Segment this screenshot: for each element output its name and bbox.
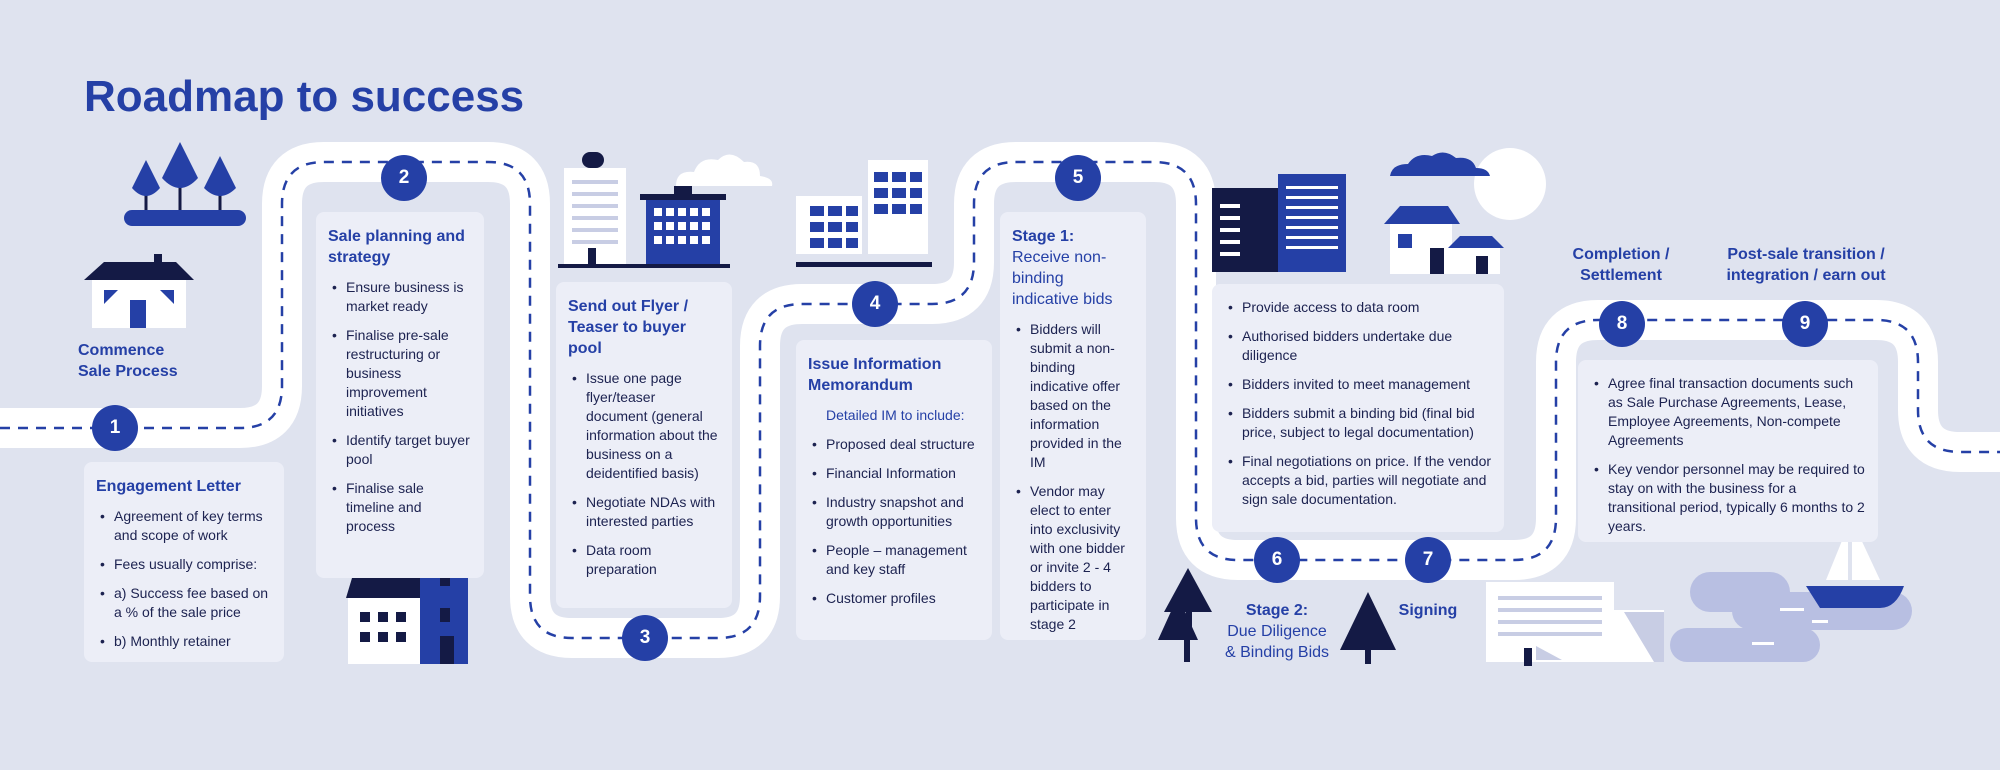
label-stage2-line3: & Binding Bids xyxy=(1224,644,1330,661)
card-stage1-bids: Stage 1: Receive non-binding indicative … xyxy=(1000,212,1146,640)
list-item: Proposed deal structure xyxy=(808,435,980,454)
list-item: Agreement of key terms and scope of work xyxy=(96,507,272,545)
label-signing: Signing xyxy=(1386,600,1470,621)
list-item: Authorised bidders undertake due diligen… xyxy=(1224,327,1492,365)
card-planning-title: Sale planning and strategy xyxy=(328,228,465,266)
list-item: Agree final transaction documents such a… xyxy=(1590,374,1866,450)
card-im-title: Issue Information Memorandum xyxy=(808,356,942,394)
card-im-list: Proposed deal structure Financial Inform… xyxy=(808,435,980,608)
grid-building-icon xyxy=(796,160,932,267)
list-item: Provide access to data room xyxy=(1224,298,1492,317)
card-flyer-title: Send out Flyer / Teaser to buyer pool xyxy=(568,298,689,357)
list-item: Key vendor personnel may be required to … xyxy=(1590,460,1866,536)
card-engagement-list: Agreement of key terms and scope of work… xyxy=(96,507,272,651)
label-post-sale-line1: Post-sale transition / xyxy=(1727,246,1885,263)
list-item: Final negotiations on price. If the vend… xyxy=(1224,452,1492,509)
cloud-icon xyxy=(676,154,773,186)
card-engagement-letter: Engagement Letter Agreement of key terms… xyxy=(84,462,284,662)
step-node-3: 3 xyxy=(622,615,668,661)
card-sale-planning: Sale planning and strategy Ensure busine… xyxy=(316,212,484,578)
list-item: Customer profiles xyxy=(808,589,980,608)
list-item: Bidders invited to meet management xyxy=(1224,375,1492,394)
label-stage2: Stage 2: Due Diligence & Binding Bids xyxy=(1212,600,1342,663)
step-node-2: 2 xyxy=(381,155,427,201)
label-completion-line1: Completion / xyxy=(1572,246,1670,263)
house-icon xyxy=(84,254,194,328)
road-centre-line xyxy=(0,160,2000,640)
card-information-memorandum: Issue Information Memorandum Detailed IM… xyxy=(796,340,992,640)
label-completion-line2: Settlement xyxy=(1580,267,1662,284)
card-flyer-list: Issue one page flyer/teaser document (ge… xyxy=(568,369,720,579)
label-stage2-line1: Stage 2: xyxy=(1245,602,1309,619)
list-item: Issue one page flyer/teaser document (ge… xyxy=(568,369,720,483)
sailboat-icon xyxy=(1670,520,1912,662)
list-item: Negotiate NDAs with interested parties xyxy=(568,493,720,531)
step-node-9: 9 xyxy=(1782,301,1828,347)
card-due-diligence-list: Provide access to data room Authorised b… xyxy=(1224,298,1492,509)
step-node-1: 1 xyxy=(92,405,138,451)
label-signing-text: Signing xyxy=(1398,602,1458,619)
card-post-sale-list: Agree final transaction documents such a… xyxy=(1590,374,1866,536)
card-im-subtitle: Detailed IM to include: xyxy=(826,407,965,423)
list-item: Bidders submit a binding bid (final bid … xyxy=(1224,404,1492,442)
houses-sun-icon xyxy=(1384,148,1546,274)
list-item: People – management and key staff xyxy=(808,541,980,579)
list-item: Finalise pre-sale restructuring or busin… xyxy=(328,326,472,421)
card-stage1-title-bold: Stage 1: xyxy=(1012,228,1075,245)
list-item: Vendor may elect to enter into exclusivi… xyxy=(1012,482,1134,634)
label-commence: Commence Sale Process xyxy=(78,340,178,382)
list-item: Fees usually comprise: xyxy=(96,555,272,574)
list-item: Data room preparation xyxy=(568,541,720,579)
card-stage1-title-rest: Receive non-binding indicative bids xyxy=(1012,249,1113,308)
step-node-7: 7 xyxy=(1405,537,1451,583)
page-title: Roadmap to success xyxy=(84,72,525,121)
step-node-8: 8 xyxy=(1599,301,1645,347)
card-planning-list: Ensure business is market ready Finalise… xyxy=(328,278,472,536)
city-towers-icon xyxy=(1212,174,1346,272)
label-commence-line2: Sale Process xyxy=(78,363,178,380)
step-node-6: 6 xyxy=(1254,537,1300,583)
pine-trees-icon xyxy=(1158,568,1396,664)
label-completion: Completion / Settlement xyxy=(1556,244,1686,286)
step-node-4: 4 xyxy=(852,281,898,327)
label-commence-line1: Commence xyxy=(78,342,165,359)
list-item: b) Monthly retainer xyxy=(96,632,272,651)
list-item: Identify target buyer pool xyxy=(328,431,472,469)
card-send-flyer: Send out Flyer / Teaser to buyer pool Is… xyxy=(556,282,732,608)
list-item: Bidders will submit a non-binding indica… xyxy=(1012,320,1134,472)
card-engagement-title: Engagement Letter xyxy=(96,478,241,495)
trees-icon xyxy=(124,142,246,226)
list-item: a) Success fee based on a % of the sale … xyxy=(96,584,272,622)
card-stage1-title: Stage 1: Receive non-binding indicative … xyxy=(1012,226,1134,310)
card-due-diligence: Provide access to data room Authorised b… xyxy=(1212,284,1504,532)
label-post-sale: Post-sale transition / integration / ear… xyxy=(1706,244,1906,286)
list-item: Industry snapshot and growth opportuniti… xyxy=(808,493,980,531)
step-node-5: 5 xyxy=(1055,155,1101,201)
list-item: Financial Information xyxy=(808,464,980,483)
label-post-sale-line2: integration / earn out xyxy=(1726,267,1886,284)
list-item: Ensure business is market ready xyxy=(328,278,472,316)
office-buildings-icon xyxy=(558,152,730,268)
card-post-sale: Agree final transaction documents such a… xyxy=(1578,360,1878,542)
label-stage2-line2: Due Diligence xyxy=(1227,623,1327,640)
list-item: Finalise sale timeline and process xyxy=(328,479,472,536)
card-stage1-list: Bidders will submit a non-binding indica… xyxy=(1012,320,1134,634)
documents-icon xyxy=(1486,582,1664,666)
